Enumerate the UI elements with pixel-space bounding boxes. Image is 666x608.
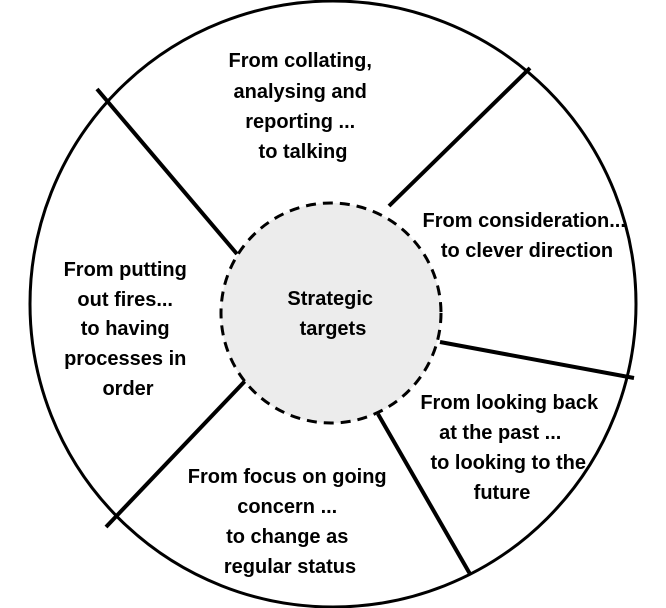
divider-top-left — [95, 87, 239, 256]
segment-left-line-3: to having — [81, 318, 170, 340]
segment-lower-right-line-2: at the past ... — [439, 422, 561, 444]
segment-bottom-line-1: From focus on going — [188, 466, 387, 488]
segment-top-line-2: analysing and — [234, 81, 367, 103]
segment-top-label: From collating, analysing and reporting … — [229, 50, 378, 163]
segment-left-line-5: order — [102, 378, 153, 400]
segment-bottom-line-4: regular status — [224, 556, 356, 578]
center-label-line-2: targets — [300, 318, 367, 340]
divider-bottom-right — [376, 413, 472, 575]
center-label: Strategic targets — [287, 288, 378, 340]
segment-lower-right-line-3: to looking to the — [430, 452, 586, 474]
segment-bottom-line-3: to change as — [226, 526, 348, 548]
divider-right — [439, 340, 635, 380]
segment-upper-right-line-1: From consideration... — [423, 210, 626, 232]
divider-bottom-left — [104, 378, 248, 529]
segment-left-label: From putting out fires... to having proc… — [64, 259, 193, 400]
segment-upper-right-label: From consideration... to clever directio… — [423, 210, 632, 262]
segment-bottom-label: From focus on going concern ... to chang… — [188, 466, 392, 578]
segment-top-line-1: From collating, — [229, 50, 372, 72]
segment-upper-right-line-2: to clever direction — [441, 240, 613, 262]
segment-lower-right-line-4: future — [474, 482, 531, 504]
segment-left-line-1: From putting — [64, 259, 187, 281]
segment-lower-right-line-1: From looking back — [420, 392, 599, 414]
segment-lower-right-label: From looking back at the past ... to loo… — [420, 392, 603, 504]
segment-top-line-4: to talking — [259, 141, 348, 163]
center-label-line-1: Strategic — [287, 288, 373, 310]
center-circle — [219, 201, 443, 425]
segment-left-line-4: processes in — [64, 348, 186, 370]
divider-top-right — [387, 66, 532, 208]
segment-bottom-line-2: concern ... — [237, 496, 337, 518]
segment-left-line-2: out fires... — [77, 289, 173, 311]
segment-top-line-3: reporting ... — [245, 111, 355, 133]
